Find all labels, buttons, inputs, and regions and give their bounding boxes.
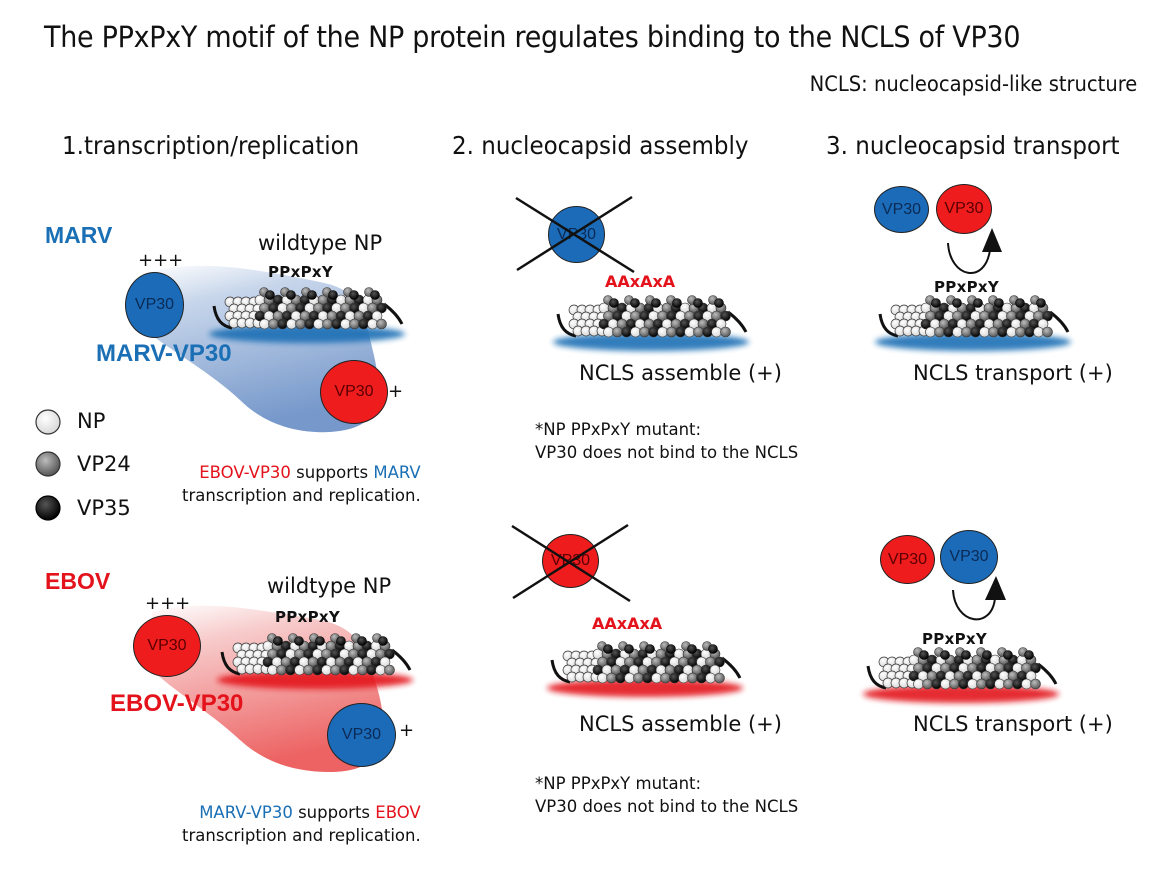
- marv-vp30-complex-label: MARV-VP30: [96, 340, 232, 367]
- legend-label-vp35: VP35: [77, 496, 131, 520]
- vp24-gray-sphere-icon: [35, 451, 61, 477]
- figure-subtitle: NCLS: nucleocapsid-like structure: [809, 72, 1137, 96]
- ebov-assembly-note: *NP PPxPxY mutant: VP30 does not bind to…: [535, 774, 799, 816]
- np-white-sphere-icon: [35, 409, 61, 435]
- marv-wildtype-np-label: wildtype NP: [258, 231, 383, 255]
- figure-title: The PPxPxY motif of the NP protein regul…: [44, 20, 1021, 54]
- marv-transport-motif: PPxPxY: [934, 278, 999, 296]
- vp35-black-sphere-icon: [35, 495, 61, 521]
- marv-homologous-level: +++: [138, 250, 184, 271]
- ebov-vp30-complex-label: EBOV-VP30: [110, 690, 244, 717]
- marv-vp30-homologous: VP30: [125, 272, 184, 338]
- marv-assembly-caption: NCLS assemble (+): [579, 361, 782, 385]
- ebov-transport-caption: NCLS transport (+): [913, 712, 1113, 736]
- marv-transport-vp30-right: VP30: [936, 184, 992, 234]
- marv-assembly-note: *NP PPxPxY mutant: VP30 does not bind to…: [535, 420, 799, 462]
- marv-vp30-heterologous: VP30: [327, 703, 396, 767]
- ebov-transport-vp30-right: VP30: [940, 530, 998, 584]
- ebov-motif-label: PPxPxY: [275, 608, 340, 626]
- legend-label-np: NP: [77, 409, 106, 433]
- section-header-transcription: 1.transcription/replication: [62, 131, 360, 160]
- ebov-vp30-homologous: VP30: [133, 615, 201, 677]
- legend-label-vp24: VP24: [77, 452, 131, 476]
- ebov-heterologous-level: +: [399, 720, 415, 741]
- ebov-wildtype-np-label: wildtype NP: [267, 574, 392, 598]
- marv-transport-caption: NCLS transport (+): [913, 361, 1113, 385]
- marv-heterologous-level: +: [388, 381, 404, 402]
- ebov-transport-motif: PPxPxY: [922, 630, 987, 648]
- section-header-transport: 3. nucleocapsid transport: [826, 131, 1120, 160]
- ebov-transport-vp30-left: VP30: [880, 535, 935, 584]
- marv-label: MARV: [45, 222, 113, 248]
- ebov-mutant-motif: AAxAxA: [592, 614, 663, 633]
- marv-motif-label: PPxPxY: [268, 263, 333, 281]
- ebov-homologous-level: +++: [145, 593, 191, 614]
- marv-transport-vp30-left: VP30: [874, 186, 929, 233]
- ebov-label: EBOV: [45, 568, 111, 594]
- ebov-vp30-heterologous: VP30: [320, 360, 388, 424]
- ebov-support-text: MARV-VP30 supports EBOV transcription an…: [182, 803, 421, 845]
- section-header-assembly: 2. nucleocapsid assembly: [452, 131, 749, 160]
- marv-support-text: EBOV-VP30 supports MARV transcription an…: [182, 463, 421, 505]
- marv-mutant-motif: AAxAxA: [605, 272, 676, 291]
- ebov-assembly-caption: NCLS assemble (+): [579, 712, 782, 736]
